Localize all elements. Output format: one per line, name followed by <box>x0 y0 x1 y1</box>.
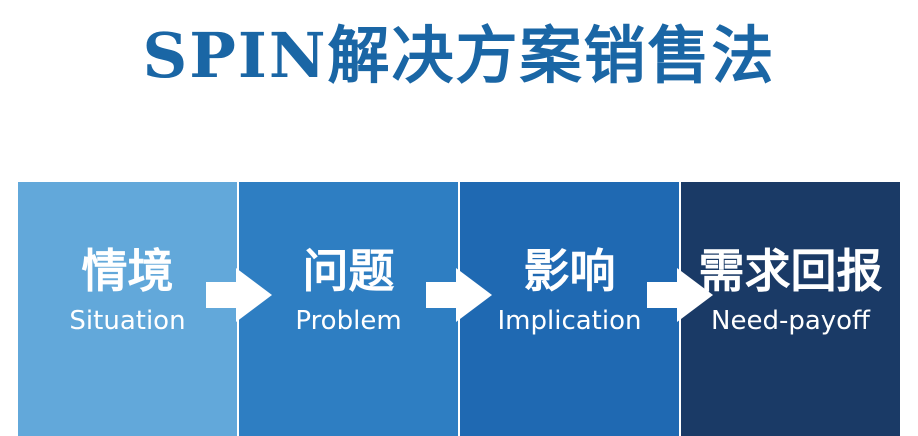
step-problem-label-en: Problem <box>295 306 402 337</box>
step-situation-label-cn: 情境 <box>81 243 174 298</box>
page-title: SPIN解决方案销售法 <box>142 19 776 92</box>
step-situation-label-en: Situation <box>69 306 186 337</box>
step-situation: 情境 Situation <box>18 182 237 436</box>
step-problem-label-cn: 问题 <box>302 243 395 298</box>
step-need-payoff-label-en: Need-payoff <box>711 306 870 337</box>
step-need-payoff-labels: 需求回报 Need-payoff <box>699 246 883 337</box>
step-problem: 问题 Problem <box>239 182 458 436</box>
step-problem-labels: 问题 Problem <box>295 246 401 337</box>
steps-row: 情境 Situation 问题 Problem 影响 Implication 需… <box>18 182 900 436</box>
step-need-payoff-label-cn: 需求回报 <box>698 243 883 298</box>
step-implication-label-cn: 影响 <box>523 243 616 298</box>
step-situation-labels: 情境 Situation <box>69 246 185 337</box>
step-implication-labels: 影响 Implication <box>498 246 642 337</box>
step-implication-label-en: Implication <box>497 306 642 337</box>
step-need-payoff: 需求回报 Need-payoff <box>681 182 900 436</box>
step-implication: 影响 Implication <box>460 182 679 436</box>
